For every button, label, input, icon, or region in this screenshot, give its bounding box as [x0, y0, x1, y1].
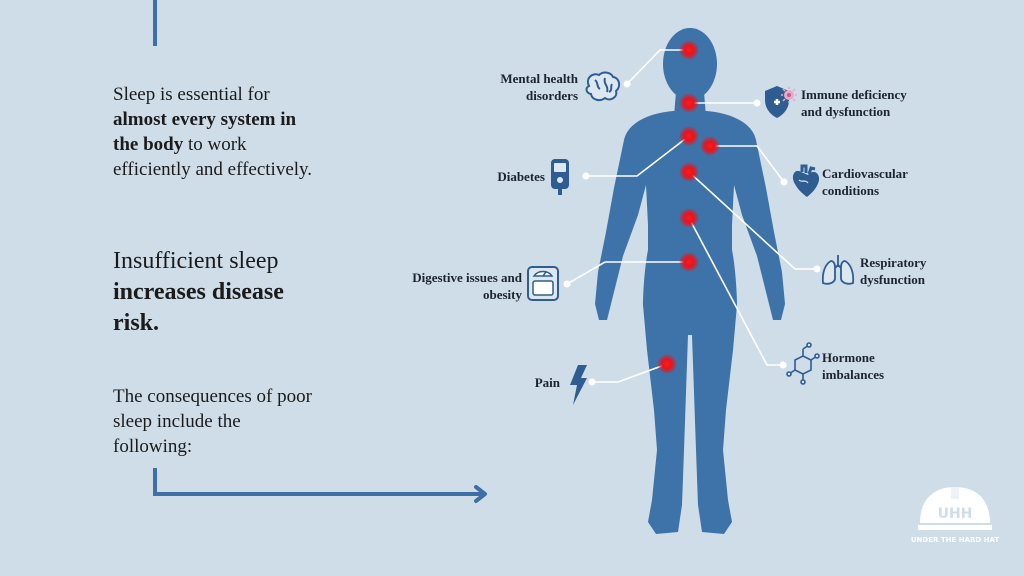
- label-mental-health: Mental health disorders: [470, 70, 578, 104]
- shield-virus-icon: [765, 86, 797, 118]
- label-mental-line2: disorders: [526, 88, 578, 103]
- brain-icon: [585, 71, 621, 102]
- label-pain: Pain: [534, 375, 560, 390]
- lightning-icon: [570, 365, 587, 405]
- hotspot-neck: [679, 93, 699, 113]
- label-cardiovascular: Cardiovascular conditions: [822, 165, 942, 199]
- lungs-icon: [821, 255, 855, 285]
- label-respiratory: Respiratory dysfunction: [860, 254, 980, 288]
- label-respiratory-line1: Respiratory: [860, 255, 927, 270]
- heart-icon: [792, 164, 820, 197]
- label-hormone-line1: Hormone: [822, 350, 875, 365]
- hotspot-stomach: [679, 252, 699, 272]
- label-digestive-line1: Digestive issues and: [412, 270, 522, 285]
- logo-mark: UHH: [938, 506, 973, 522]
- consequences-text: The consequences of poor sleep include t…: [113, 386, 312, 457]
- scale-icon: [527, 266, 559, 301]
- label-respiratory-line2: dysfunction: [860, 272, 926, 287]
- intro-part2: to work efficiently and effectively.: [113, 134, 313, 180]
- headline-part1: Insufficient sleep: [113, 248, 279, 274]
- headline: Insufficient sleep increases disease ris…: [113, 246, 323, 339]
- intro-part1: Sleep is essential for: [113, 84, 270, 105]
- molecule-icon: [786, 342, 820, 385]
- label-cardio-line2: conditions: [822, 183, 880, 198]
- label-immune-line2: and dysfunction: [801, 104, 891, 119]
- hotspot-head: [679, 40, 699, 60]
- logo-tagline: UNDER THE HARD HAT: [911, 536, 999, 544]
- label-mental-line1: Mental health: [500, 71, 578, 86]
- label-diabetes: Diabetes: [497, 169, 545, 184]
- hotspot-abdomen: [679, 208, 699, 228]
- label-hormone-line2: imbalances: [822, 367, 885, 382]
- hotspot-heart: [700, 136, 720, 156]
- label-cardio-line1: Cardiovascular: [822, 166, 908, 181]
- connector-lines: [566, 49, 817, 383]
- label-digestive: Digestive issues and obesity: [385, 269, 522, 303]
- label-hormone: Hormone imbalances: [822, 349, 942, 383]
- headline-bold: increases disease risk.: [113, 279, 284, 336]
- hotspot-thigh: [657, 354, 677, 374]
- hard-hat-logo: UHH UNDER THE HARD HAT: [911, 487, 999, 544]
- label-digestive-line2: obesity: [483, 287, 522, 302]
- label-immune: Immune deficiency and dysfunction: [801, 86, 941, 120]
- glucose-meter-icon: [551, 159, 569, 195]
- label-immune-line1: Immune deficiency: [801, 87, 907, 102]
- bracket-arrow: [153, 0, 487, 503]
- connector-endpoints: [563, 80, 821, 386]
- hotspot-lungs: [679, 162, 699, 182]
- hotspot-chest: [679, 126, 699, 146]
- intro-bold: almost every system in the body: [113, 109, 297, 155]
- intro-text: Sleep is essential for almost every syst…: [113, 82, 313, 182]
- hotspots: [657, 40, 720, 374]
